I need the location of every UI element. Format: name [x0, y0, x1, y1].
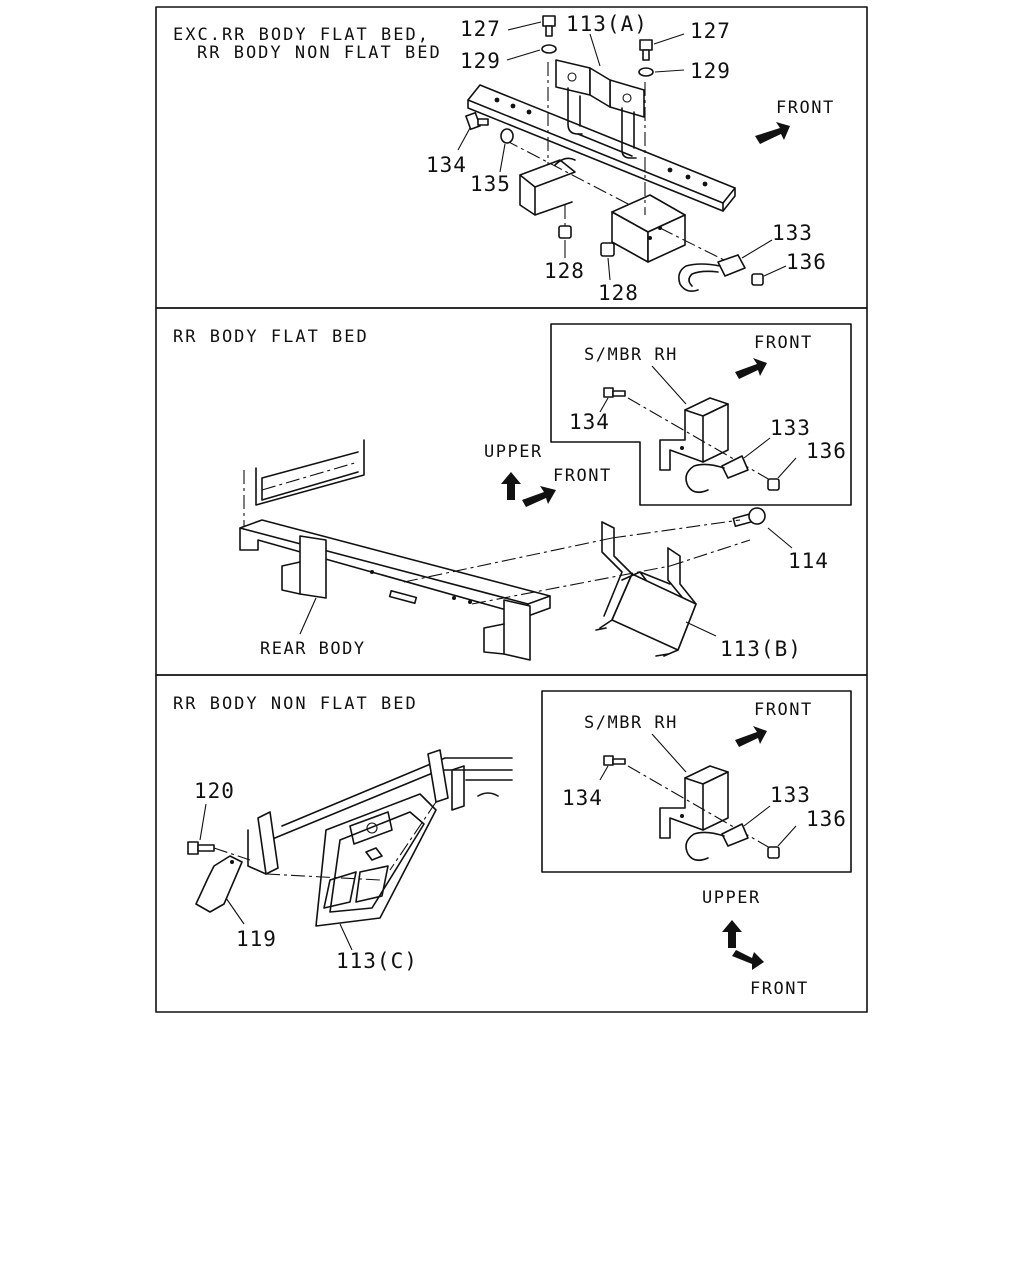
- panel-bottom-title: RR BODY NON FLAT BED: [173, 694, 418, 714]
- tow-hook-133-top: [678, 254, 746, 292]
- washer-135: [500, 128, 514, 144]
- callout-113c: 113(C): [336, 949, 418, 973]
- washer-129-left: [541, 44, 557, 54]
- inset-bottom: S/MBR RH FRONT 134 133 136: [562, 700, 847, 862]
- inset-bottom-callout-136: 136: [806, 807, 847, 831]
- inset-middle: S/MBR RH FRONT 134 133 136: [569, 333, 847, 494]
- front-arrow-middle: [522, 486, 556, 507]
- callout-120: 120: [194, 779, 235, 803]
- bracket-119: [195, 855, 243, 913]
- inset-bottom-callout-133: 133: [770, 783, 811, 807]
- callout-127-left: 127: [460, 17, 501, 41]
- panel-top: EXC.RR BODY FLAT BED, RR BODY NON FLAT B…: [173, 12, 835, 305]
- panel-bottom: RR BODY NON FLAT BED S/MBR RH FRONT 134 …: [173, 690, 852, 999]
- bolt-120: [187, 841, 215, 855]
- inset-middle-callout-136: 136: [806, 439, 847, 463]
- callout-129-left: 129: [460, 49, 501, 73]
- callout-113b: 113(B): [720, 637, 802, 661]
- callout-128-left: 128: [544, 259, 585, 283]
- panel-middle-title: RR BODY FLAT BED: [173, 327, 369, 347]
- panel-bottom-frame: [155, 674, 868, 1013]
- front-arrow-bottom: [732, 950, 764, 970]
- inset-middle-callout-133: 133: [770, 416, 811, 440]
- upper-label-middle: UPPER: [484, 442, 543, 462]
- panel-top-title-line2: RR BODY NON FLAT BED: [197, 43, 442, 63]
- inset-bottom-smbr-label: S/MBR RH: [584, 713, 678, 733]
- upper-arrow-bottom: [722, 920, 742, 948]
- nut-128-right: [600, 242, 615, 257]
- callout-119: 119: [236, 927, 277, 951]
- callout-129-right: 129: [690, 59, 731, 83]
- nut-128-left: [558, 225, 572, 239]
- callout-128-right: 128: [598, 281, 639, 305]
- inset-bottom-frame: [541, 690, 852, 873]
- inset-bottom-nut-136: [767, 846, 780, 859]
- inset-middle-callout-134: 134: [569, 410, 610, 434]
- panel-top-title-line1: EXC.RR BODY FLAT BED,: [173, 25, 430, 45]
- front-label-middle: FRONT: [553, 466, 612, 486]
- bolt-127-right: [639, 39, 653, 61]
- callout-114: 114: [788, 549, 829, 573]
- panel-middle: RR BODY FLAT BED S/MBR RH FRONT 1: [173, 323, 852, 661]
- callout-134-top: 134: [426, 153, 467, 177]
- front-label-top: FRONT: [776, 98, 835, 118]
- side-member-right: [611, 194, 686, 263]
- callout-136-top: 136: [786, 250, 827, 274]
- inset-middle-nut-136: [767, 478, 780, 491]
- bolt-134-top: [465, 111, 489, 131]
- inset-bottom-front-arrow: [735, 726, 767, 747]
- inset-middle-front-label: FRONT: [754, 333, 813, 353]
- side-member-left: [519, 157, 576, 216]
- rear-body-label: REAR BODY: [260, 639, 366, 659]
- washer-129-right: [638, 67, 654, 77]
- inset-bottom-callout-134: 134: [562, 786, 603, 810]
- upper-label-bottom: UPPER: [702, 888, 761, 908]
- callout-135: 135: [470, 172, 511, 196]
- front-label-bottom: FRONT: [750, 979, 809, 999]
- inset-middle-smbr-label: S/MBR RH: [584, 345, 678, 365]
- inset-middle-front-arrow: [735, 358, 767, 379]
- front-arrow-top: [755, 122, 790, 144]
- tow-bracket-113b: [595, 521, 697, 657]
- tow-bracket-113c: [247, 749, 513, 927]
- callout-127-right: 127: [690, 19, 731, 43]
- callout-133-top: 133: [772, 221, 813, 245]
- tow-bracket-113a: [555, 59, 645, 159]
- rear-body: [239, 439, 551, 661]
- nut-136-top: [751, 273, 764, 286]
- bolt-114: [732, 507, 766, 527]
- upper-arrow-middle: [501, 472, 521, 500]
- inset-bottom-front-label: FRONT: [754, 700, 813, 720]
- bolt-127-left: [542, 15, 556, 37]
- inset-middle-frame: [550, 323, 852, 506]
- callout-113a: 113(A): [566, 12, 648, 36]
